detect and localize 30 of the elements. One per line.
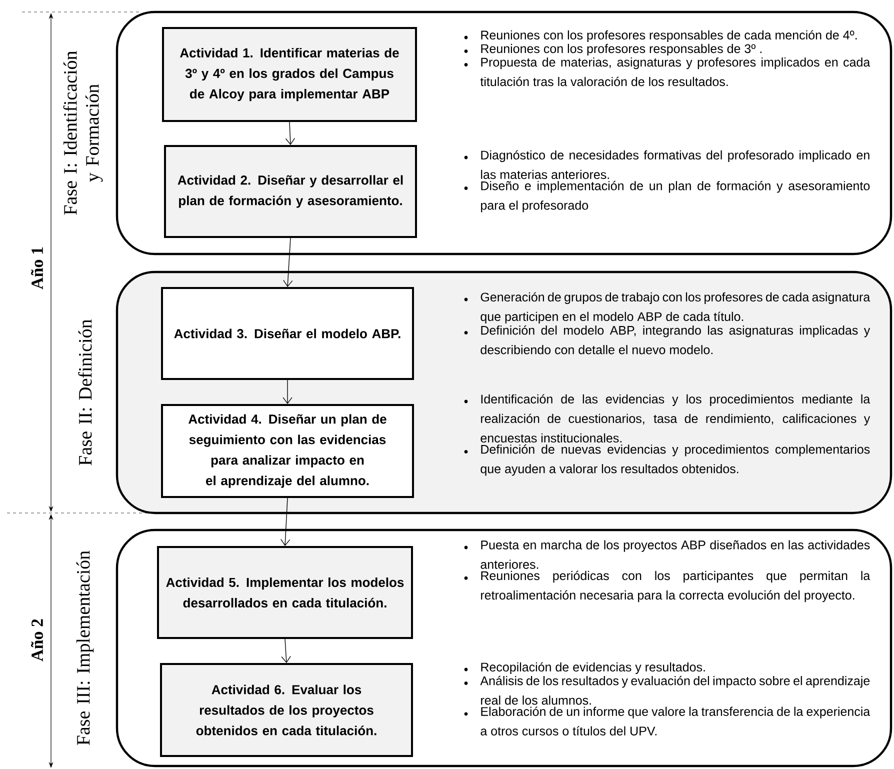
bullet-text: Generación de grupos de trabajo con los profesores de cada asignatura que participen en el modelo ABP de cada título. bbox=[480, 292, 870, 324]
arrow bbox=[280, 498, 290, 546]
phase-label: Fase I: Identificación y Formación bbox=[63, 50, 103, 215]
activity-box: Actividad 1. Identificar materias de 3º y 4º en los grados del Campus de Alcoy para implementar ABP bbox=[162, 27, 417, 122]
activity-box: Actividad 5. Implementar los modelos desarrollados en cada titulación. bbox=[157, 546, 413, 639]
bullet-text: Recopilación de evidencias y resultados. bbox=[481, 662, 705, 674]
bullet-text: Definición del modelo ABP, integrando las asignaturas implicadas y describiendo con detalle el nuevo modelo. bbox=[480, 325, 870, 354]
arrow bbox=[283, 238, 293, 287]
year-label: Año 1 bbox=[31, 247, 44, 290]
activity-box: Actividad 3. Diseñar el modelo ABP. bbox=[161, 287, 414, 380]
bullet-text: Análisis de los resultados y evaluación del impacto sobre el aprendizaje real de los alumnos. bbox=[480, 676, 870, 705]
bullet-text: Identificación de las evidencias y los procedimientos mediante la realización de cuestionarios, tasa de rendimiento, calificaciones y encuestas institucionales. bbox=[480, 394, 870, 443]
arrow bbox=[281, 638, 291, 663]
bullet-text: Propuesta de materias, asignaturas y profesores implicados en cada titulación tras la valoración de los resultados. bbox=[480, 57, 870, 86]
activity-box: Actividad 4. Diseñar un plan de seguimiento con las evidencias para analizar impacto en el aprendizaje del alumno. bbox=[161, 404, 414, 498]
bullet-text: Diseño e implementación de un plan de formación y asesoramiento para el profesorado bbox=[481, 180, 870, 212]
bullet-text: Puesta en marcha de los proyectos ABP diseñados en las actividades anteriores. bbox=[480, 540, 870, 569]
phase-label: Fase II: Definición bbox=[78, 319, 92, 466]
bullet-text: Definición de nuevas evidencias y procedimientos complementarios que ayuden a valorar los resultados obtenidos. bbox=[480, 444, 870, 476]
phase-label: Fase III: Implementación bbox=[76, 550, 94, 746]
year-label: Año 2 bbox=[31, 619, 44, 662]
activity-box: Actividad 6. Evaluar los resultados de los proyectos obtenidos en cada titulación. bbox=[160, 663, 413, 757]
arrow bbox=[282, 380, 292, 404]
bullet-text: Reuniones periódicas con los participantes que permitan la retroalimentación necesaria para la correcta evolución del proyecto. bbox=[481, 570, 870, 602]
bullet-text: Reuniones con los profesores responsables de cada mención de 4º. bbox=[481, 30, 857, 42]
arrow bbox=[285, 122, 296, 145]
bullet-text: Elaboración de un informe que valore la transferencia de la experiencia a otros cursos o títulos del UPV. bbox=[480, 706, 870, 736]
bullet-text: Diagnóstico de necesidades formativas del profesorado implicado en las materias anteriores. bbox=[481, 150, 870, 180]
activity-box: Actividad 2. Diseñar y desarrollar el plan de formación y asesoramiento. bbox=[164, 145, 417, 238]
bullet-text: Reuniones con los profesores responsables de 3º . bbox=[481, 44, 762, 56]
